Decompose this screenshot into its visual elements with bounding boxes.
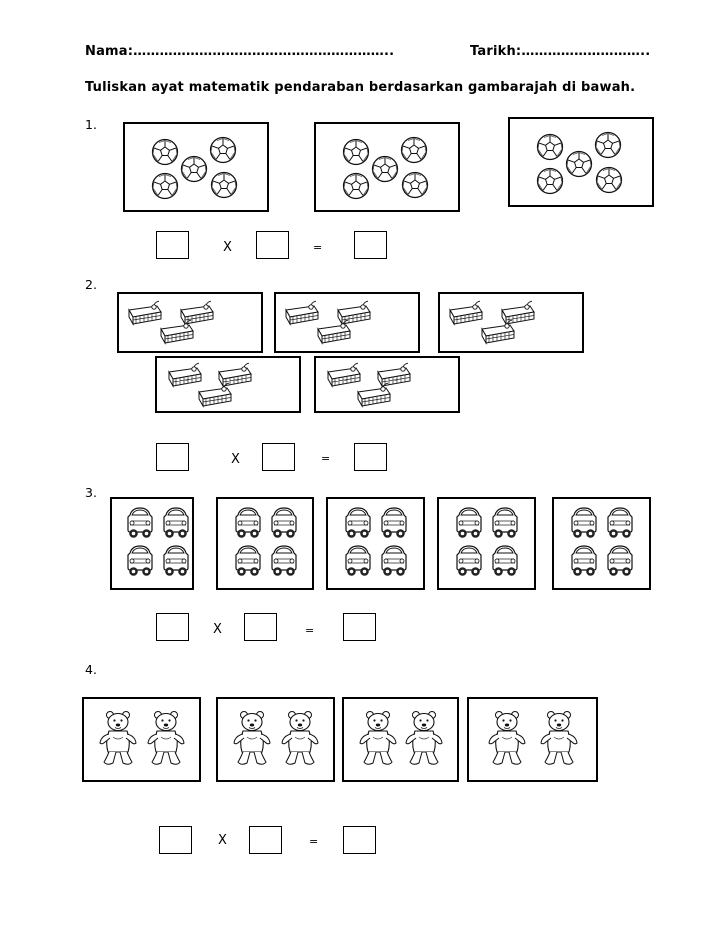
q2-group-4: [155, 356, 301, 413]
q1-group-1: [123, 122, 269, 212]
q3-group-4: [437, 497, 536, 590]
q3-answer-box-items[interactable]: [244, 613, 277, 641]
soccer-ball-icon: [209, 170, 239, 200]
cake-slice-icon: [197, 382, 233, 408]
car-icon: [160, 506, 192, 540]
car-icon: [604, 544, 636, 578]
q3-group-5: [552, 497, 651, 590]
soccer-ball-icon: [370, 154, 400, 184]
soccer-ball-icon: [341, 137, 371, 167]
q3-group-3: [326, 497, 425, 590]
q4-answer-box-total[interactable]: [343, 826, 376, 854]
bear-icon: [358, 710, 398, 768]
cake-slice-icon: [316, 319, 352, 345]
bear-icon: [404, 710, 444, 768]
cake-slice-icon: [127, 300, 163, 326]
q2-answer-box-total[interactable]: [354, 443, 387, 471]
cake-slice-icon: [480, 319, 516, 345]
q2-group-2: [274, 292, 420, 353]
equals-sign: =: [313, 241, 323, 254]
car-icon: [342, 544, 374, 578]
bear-icon: [280, 710, 320, 768]
name-field-label: Nama:…………………………………………………..: [85, 44, 395, 59]
car-icon: [160, 544, 192, 578]
soccer-ball-icon: [594, 165, 624, 195]
q2-answer-box-groups[interactable]: [156, 443, 189, 471]
car-icon: [378, 506, 410, 540]
q4-group-2: [216, 697, 335, 782]
q4-answer-box-items[interactable]: [249, 826, 282, 854]
q3-answer-box-groups[interactable]: [156, 613, 189, 641]
times-sign: X: [213, 622, 222, 637]
q1-group-2: [314, 122, 460, 212]
soccer-ball-icon: [150, 171, 180, 201]
date-field-label: Tarikh:………………………..: [470, 44, 651, 59]
q1-answer-box-items[interactable]: [256, 231, 289, 259]
q4-group-4: [467, 697, 598, 782]
car-icon: [604, 506, 636, 540]
soccer-ball-icon: [208, 135, 238, 165]
question-number-4: 4.: [85, 662, 97, 677]
q4-answer-box-groups[interactable]: [159, 826, 192, 854]
times-sign: X: [231, 452, 240, 467]
q3-answer-box-total[interactable]: [343, 613, 376, 641]
car-icon: [489, 506, 521, 540]
q4-group-1: [82, 697, 201, 782]
q1-answer-box-total[interactable]: [354, 231, 387, 259]
car-icon: [232, 506, 264, 540]
soccer-ball-icon: [400, 170, 430, 200]
soccer-ball-icon: [535, 132, 565, 162]
bear-icon: [232, 710, 272, 768]
car-icon: [568, 544, 600, 578]
q3-group-2: [216, 497, 314, 590]
q3-group-1: [110, 497, 194, 590]
question-number-1: 1.: [85, 117, 97, 132]
cake-slice-icon: [448, 300, 484, 326]
car-icon: [342, 506, 374, 540]
bear-icon: [146, 710, 186, 768]
car-icon: [489, 544, 521, 578]
soccer-ball-icon: [179, 154, 209, 184]
q2-group-1: [117, 292, 263, 353]
question-number-3: 3.: [85, 485, 97, 500]
equals-sign: =: [321, 452, 331, 465]
car-icon: [268, 544, 300, 578]
q2-group-5: [314, 356, 460, 413]
cake-slice-icon: [159, 319, 195, 345]
car-icon: [268, 506, 300, 540]
cake-slice-icon: [284, 300, 320, 326]
bear-icon: [98, 710, 138, 768]
soccer-ball-icon: [341, 171, 371, 201]
times-sign: X: [223, 240, 232, 255]
car-icon: [232, 544, 264, 578]
q1-group-3: [508, 117, 654, 207]
car-icon: [124, 544, 156, 578]
car-icon: [568, 506, 600, 540]
soccer-ball-icon: [150, 137, 180, 167]
equals-sign: =: [309, 835, 319, 848]
car-icon: [378, 544, 410, 578]
instruction-text: Tuliskan ayat matematik pendaraban berda…: [85, 80, 636, 95]
soccer-ball-icon: [564, 149, 594, 179]
q2-group-3: [438, 292, 584, 353]
times-sign: X: [218, 833, 227, 848]
q1-answer-box-groups[interactable]: [156, 231, 189, 259]
bear-icon: [539, 710, 579, 768]
car-icon: [124, 506, 156, 540]
soccer-ball-icon: [399, 135, 429, 165]
cake-slice-icon: [356, 382, 392, 408]
q4-group-3: [342, 697, 459, 782]
bear-icon: [487, 710, 527, 768]
car-icon: [453, 544, 485, 578]
equals-sign: =: [305, 624, 315, 637]
soccer-ball-icon: [593, 130, 623, 160]
car-icon: [453, 506, 485, 540]
q2-answer-box-items[interactable]: [262, 443, 295, 471]
soccer-ball-icon: [535, 166, 565, 196]
question-number-2: 2.: [85, 277, 97, 292]
